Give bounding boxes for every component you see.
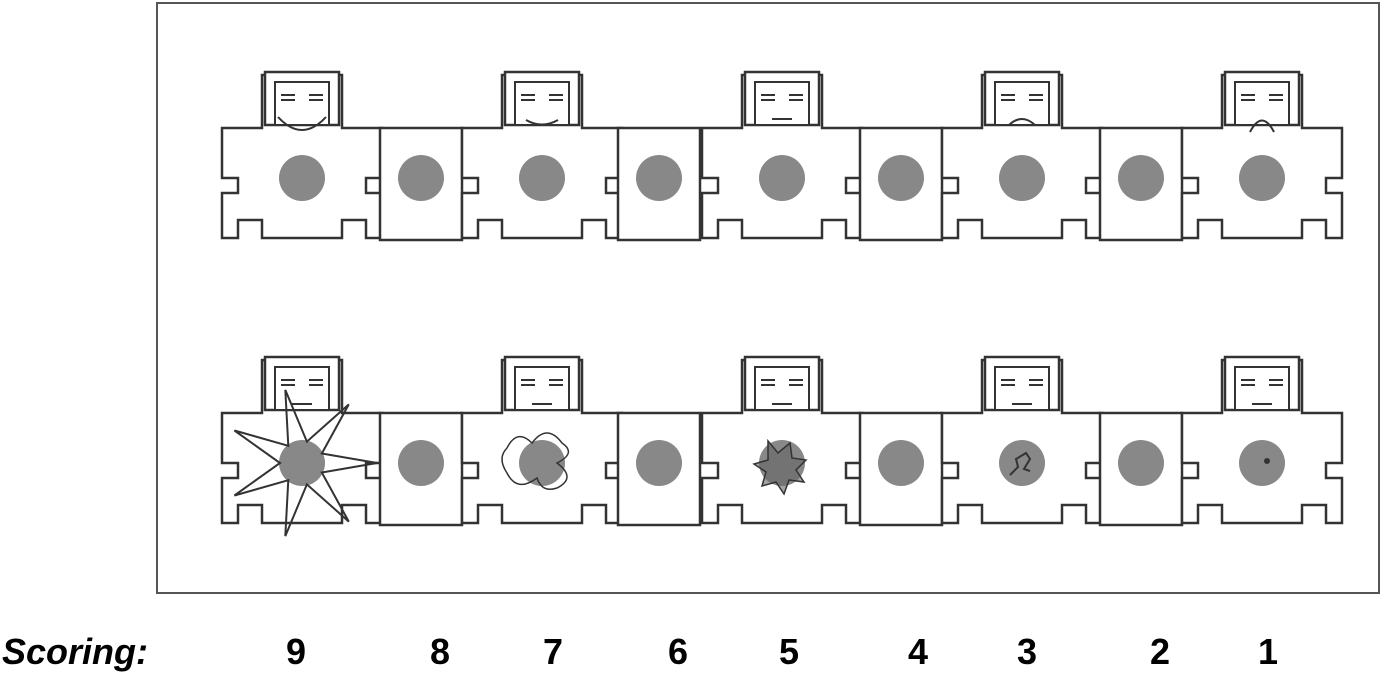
score-label-6: 6 bbox=[668, 631, 688, 672]
panel-score-2 bbox=[1098, 411, 1184, 527]
manikin-score-9 bbox=[220, 70, 384, 240]
arousal-row bbox=[220, 355, 1344, 537]
score-label-4: 4 bbox=[908, 631, 928, 672]
manikin-score-1 bbox=[1180, 70, 1344, 240]
manikin-score-5 bbox=[700, 70, 864, 240]
manikin-score-5 bbox=[700, 355, 864, 525]
panel-score-8 bbox=[378, 411, 464, 527]
manikin-score-1 bbox=[1180, 355, 1344, 525]
manikin-score-7 bbox=[460, 70, 624, 240]
manikin-score-3 bbox=[940, 355, 1104, 525]
panel-score-4 bbox=[858, 411, 944, 527]
manikin-score-7 bbox=[460, 355, 624, 525]
panel-score-2 bbox=[1098, 126, 1184, 242]
panel-score-4 bbox=[858, 126, 944, 242]
score-label-9: 9 bbox=[286, 631, 306, 672]
score-label-2: 2 bbox=[1150, 631, 1170, 672]
valence-row bbox=[220, 70, 1344, 242]
score-labels: 9 8 7 6 5 4 3 2 1 bbox=[286, 631, 1278, 672]
panel-score-6 bbox=[616, 411, 702, 527]
score-label-8: 8 bbox=[430, 631, 450, 672]
score-label-1: 1 bbox=[1258, 631, 1278, 672]
figure-border bbox=[156, 2, 1380, 594]
score-label-5: 5 bbox=[779, 631, 799, 672]
score-label-7: 7 bbox=[543, 631, 563, 672]
panel-score-8 bbox=[378, 126, 464, 242]
manikin-score-9 bbox=[220, 355, 384, 537]
scoring-label: Scoring: bbox=[2, 631, 148, 672]
score-label-3: 3 bbox=[1017, 631, 1037, 672]
manikin-score-3 bbox=[940, 70, 1104, 240]
panel-score-6 bbox=[616, 126, 702, 242]
